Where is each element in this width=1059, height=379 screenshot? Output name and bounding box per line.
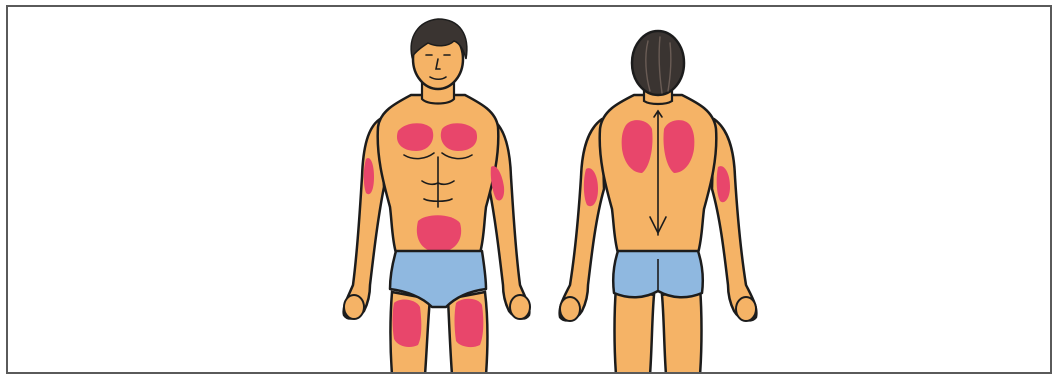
front-right-hand (510, 295, 530, 319)
front-left-hand (344, 295, 364, 319)
front-right-chest-zone (441, 123, 477, 151)
front-view (344, 19, 530, 372)
back-left-arm (560, 119, 604, 320)
front-left-chest-zone (397, 123, 433, 151)
back-left-hand (560, 297, 580, 321)
back-head (632, 31, 684, 95)
front-left-thigh-zone (393, 300, 422, 347)
body-diagram (8, 7, 1050, 372)
back-right-leg (662, 287, 702, 372)
illustration-frame (6, 5, 1052, 374)
back-view (560, 31, 757, 372)
back-left-leg (615, 287, 655, 372)
back-right-hand (736, 297, 756, 321)
front-right-thigh-zone (455, 299, 484, 347)
back-right-arm (712, 119, 756, 320)
